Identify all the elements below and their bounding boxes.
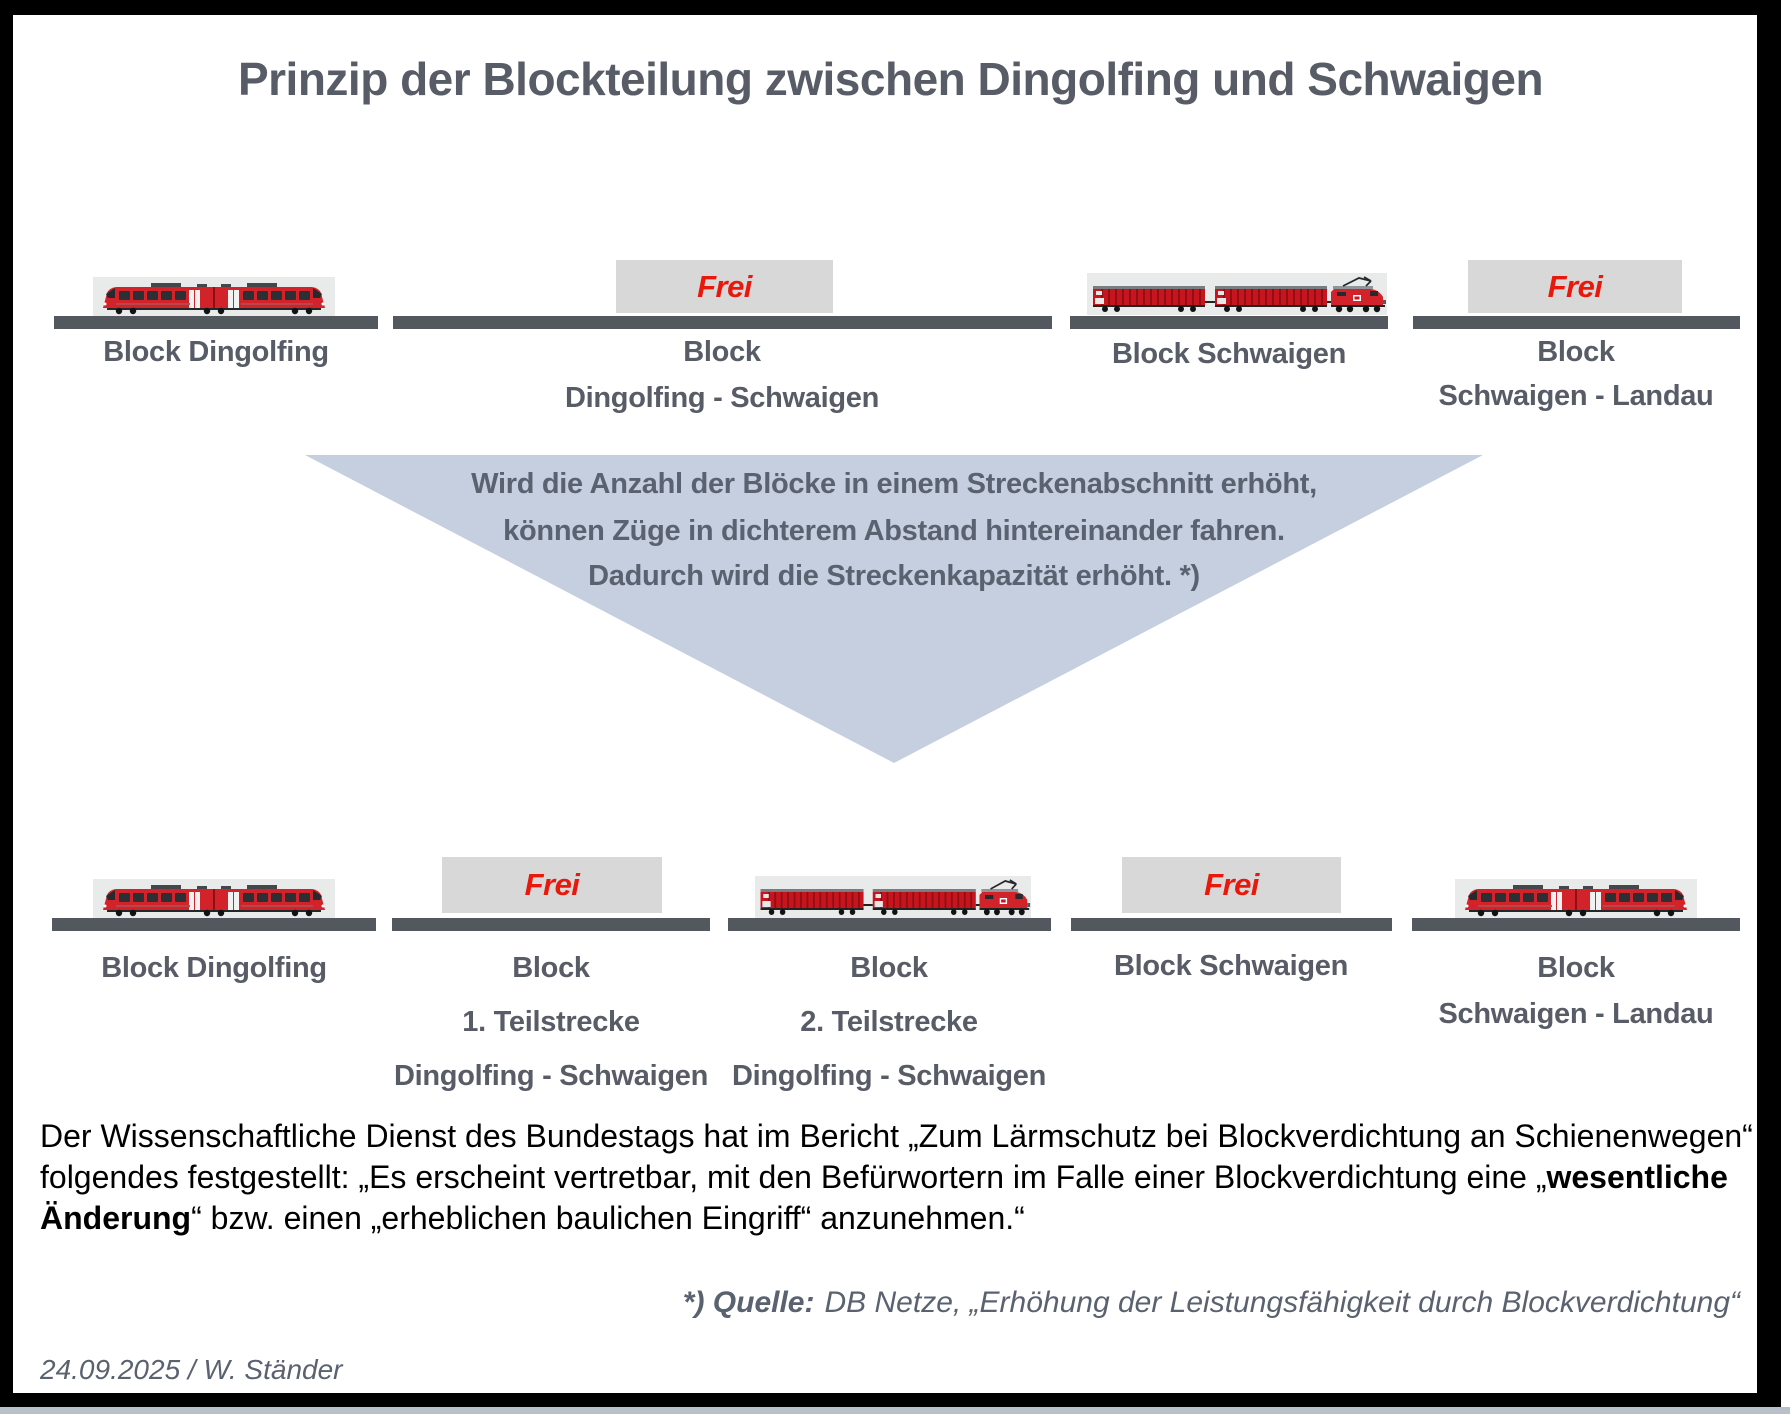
passenger-train-icon [93,277,335,316]
track-segment [728,918,1051,931]
track-segment [1071,918,1392,931]
frei-signal-box: Frei [1468,260,1682,313]
page-title: Prinzip der Blockteilung zwischen Dingol… [237,53,1544,105]
block-label: Dingolfing - Schwaigen [393,1060,708,1092]
track-segment [393,316,1052,329]
arrow-down-shape [305,455,1483,763]
track-segment [392,918,710,931]
frei-label: Frei [524,867,580,902]
block-label: Dingolfing - Schwaigen [731,1060,1046,1092]
frei-label: Frei [1204,867,1259,902]
block-label: Block Schwaigen [1111,338,1346,370]
block-label: Dingolfing - Schwaigen [564,382,879,414]
block-label: Block Schwaigen [1113,950,1348,982]
track-segment [1412,918,1740,931]
track-segment [52,918,376,931]
arrow-note-line: Dadurch wird die Streckenkapazität erhöh… [588,560,1200,592]
block-label: Block Dingolfing [101,952,327,984]
block-label: Block [512,952,590,984]
block-label: Schwaigen - Landau [1438,998,1714,1030]
block-label: Schwaigen - Landau [1438,380,1714,412]
block-label: Block [683,336,761,368]
block-label: Block [1537,952,1615,984]
source-note-prefix: *) Quelle: [682,1286,815,1319]
frei-signal-box: Frei [1122,857,1341,913]
block-label: 1. Teilstrecke [462,1006,640,1038]
freight-train-icon [755,876,1031,918]
source-note-text: DB Netze, „Erhöhung der Leistungsfähigke… [824,1286,1741,1319]
date-author: 24.09.2025 / W. Ständer [40,1354,343,1385]
block-label: Block Dingolfing [103,336,329,368]
track-segment [1070,316,1388,329]
block-label: Block [850,952,928,984]
arrow-note-line: Wird die Anzahl der Blöcke in einem Stre… [471,468,1317,500]
track-segment [54,316,378,329]
track-segment [1413,316,1740,329]
finding-paragraph: Der Wissenschaftliche Dienst des Bundest… [40,1118,1753,1236]
frei-label: Frei [1547,268,1603,304]
freight-train-icon [1087,273,1387,315]
passenger-train-icon [93,879,335,918]
block-label: 2. Teilstrecke [800,1006,978,1038]
block-label: Block [1537,336,1615,368]
frei-signal-box: Frei [442,857,662,913]
passenger-train-icon [1455,879,1697,918]
bottom-edge-strip [0,1407,1790,1414]
source-note: *) Quelle: DB Netze, „Erhöhung der Leistu… [340,1286,1740,1320]
frei-label: Frei [697,268,752,304]
arrow-note-line: können Züge in dichterem Abstand hintere… [503,515,1285,547]
frei-signal-box: Frei [616,260,833,313]
